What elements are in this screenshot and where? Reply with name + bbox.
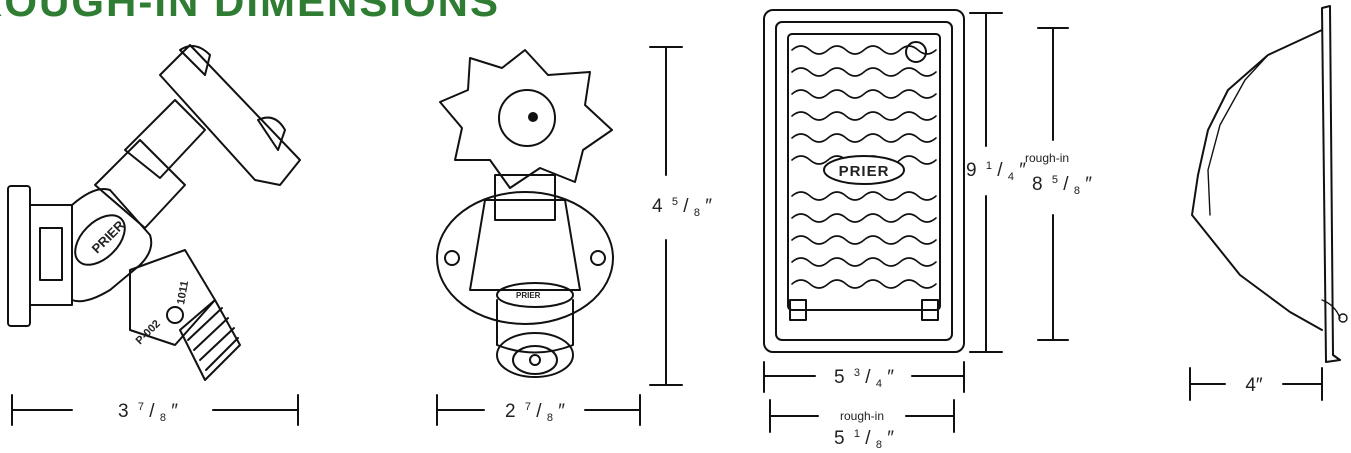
rough-in-height-caption: rough-in	[1025, 151, 1069, 165]
rough-in-height-dimension: rough-in 8 5 / 8 ″	[1025, 27, 1092, 341]
brand-oval	[74, 214, 126, 266]
part-marking-right: 1011	[175, 280, 191, 306]
box-depth-dimension: 4″	[1189, 367, 1323, 401]
box-width-label: 5 3 / 4 ″	[834, 360, 894, 392]
box-door	[787, 33, 941, 311]
box-height-dimension: 9 1 / 4 ″	[966, 12, 1026, 353]
front-faucet-height-label: 4 5 / 8 ″	[652, 189, 712, 221]
side-faucet-view: PRIER P-002 1011	[7, 44, 301, 381]
box-outer-frame	[763, 9, 965, 353]
screw-hole-left	[444, 250, 460, 266]
rough-in-height-label: 8 5 / 8 ″	[1032, 167, 1092, 199]
front-faucet-view: PRIER	[436, 49, 614, 378]
outlet-body	[129, 249, 216, 346]
hose-thread-inner	[512, 345, 558, 375]
handle-bar	[159, 44, 301, 186]
front-faucet-height-dimension: 4 5 / 8 ″	[649, 46, 712, 386]
flange-body	[29, 204, 73, 306]
valve-body	[469, 199, 581, 291]
outlet-body	[496, 299, 574, 354]
box-inner-frame	[775, 21, 953, 341]
rough-in-width-label: 5 1 / 8 ″	[834, 421, 894, 453]
box-shell-inner-line	[1207, 54, 1269, 216]
handle-grip	[257, 116, 286, 151]
outlet-collar	[496, 282, 574, 308]
hose-thread-outer	[496, 332, 574, 378]
stem-upper	[124, 99, 206, 179]
door-wave-pattern	[791, 45, 937, 289]
handle-hub	[498, 89, 556, 147]
page-title: ROUGH-IN DIMENSIONS	[0, 0, 501, 25]
hinge-right	[921, 299, 939, 321]
flange-recess	[39, 227, 63, 281]
side-faucet-width-dimension: 3 7 / 8 ″	[11, 394, 299, 426]
front-faucet-width-label: 2 7 / 8 ″	[505, 394, 565, 426]
handle-end	[179, 45, 211, 76]
box-flange	[1321, 5, 1341, 363]
brand-label: PRIER	[516, 291, 541, 300]
mounting-flange	[436, 191, 614, 325]
stem-hex	[94, 139, 186, 229]
box-front-view: PRIER	[763, 9, 965, 353]
door-lock-icon	[905, 41, 927, 63]
brand-oval	[823, 155, 905, 185]
box-shell-profile	[1191, 29, 1323, 331]
valve-body	[71, 188, 153, 303]
brand-label: PRIER	[89, 217, 128, 256]
box-side-view	[1191, 5, 1348, 363]
handle-screw	[528, 112, 538, 122]
hinge-left	[789, 299, 807, 321]
nameplate-dot	[166, 306, 184, 324]
screw-hole-right	[590, 250, 606, 266]
rough-in-width-caption: rough-in	[840, 409, 884, 423]
box-width-dimension: 5 3 / 4 ″	[763, 360, 965, 393]
rough-in-width-dimension: rough-in 5 1 / 8 ″	[769, 399, 955, 453]
flange-plate	[7, 185, 31, 327]
hose-thread	[179, 299, 241, 381]
box-height-label: 9 1 / 4 ″	[966, 153, 1026, 185]
brand-label: PRIER	[839, 163, 890, 180]
box-depth-label: 4″	[1245, 375, 1263, 396]
outlet-bore	[529, 354, 541, 366]
latch-pin	[1338, 313, 1348, 323]
bonnet	[494, 174, 556, 221]
side-faucet-width-label: 3 7 / 8 ″	[118, 394, 178, 426]
front-faucet-width-dimension: 2 7 / 8 ″	[436, 394, 641, 426]
handle-wheel	[439, 49, 613, 189]
